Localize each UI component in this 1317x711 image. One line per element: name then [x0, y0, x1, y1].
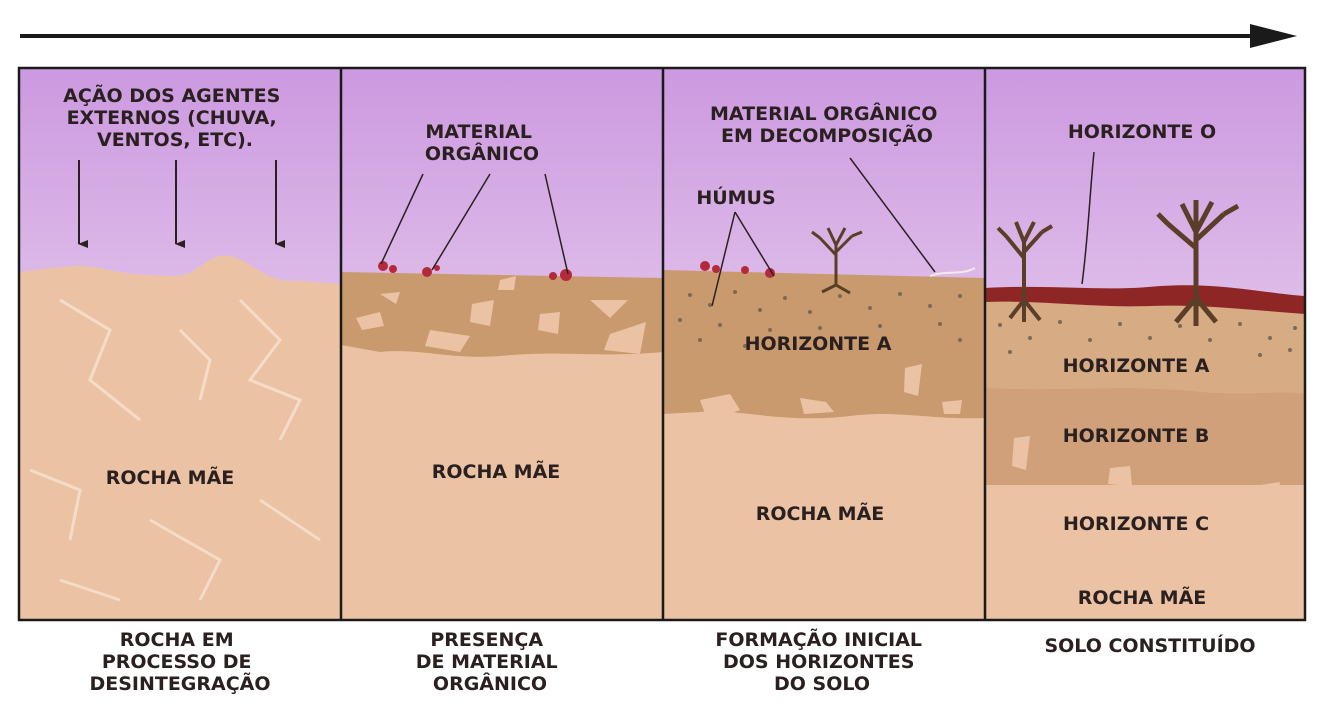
rock-cracks: [29, 298, 321, 602]
p2-annotation-line2: ORGÂNICO: [425, 142, 539, 165]
p4-label-horizonte-a: HORIZONTE A: [1063, 355, 1210, 377]
p3-annotation-line1: MATERIAL ORGÂNICO: [710, 102, 937, 125]
p2-annotation: MATERIAL ORGÂNICO: [425, 121, 539, 165]
caption-4-line1: SOLO CONSTITUÍDO: [1044, 634, 1255, 657]
p3-annotation: MATERIAL ORGÂNICO EM DECOMPOSIÇÃO: [710, 102, 944, 147]
p1-annotation: AÇÃO DOS AGENTES EXTERNOS (CHUVA, VENTOS…: [63, 83, 287, 151]
panel-rock-disintegration: AÇÃO DOS AGENTES EXTERNOS (CHUVA, VENTOS…: [19, 68, 341, 620]
p4-annotation-horizonte-o: HORIZONTE O: [1068, 121, 1216, 143]
p2-label-rocha-mae: ROCHA MÃE: [432, 459, 561, 483]
caption-3-line2: DOS HORIZONTES: [723, 651, 914, 673]
organic-bits-3: [700, 261, 775, 278]
tree-small: [811, 227, 863, 295]
p1-annotation-line3: VENTOS, ETC).: [97, 129, 253, 151]
p4-label-rocha-mae: ROCHA MÃE: [1078, 585, 1207, 609]
panel-organic-material: MATERIAL ORGÂNICO ROCHA MÃE: [341, 68, 663, 620]
rock-fragments-4: [1012, 436, 1280, 496]
tree-left: [996, 221, 1054, 322]
p3-annotation-line2: EM DECOMPOSIÇÃO: [721, 123, 933, 147]
timeline-arrow: [20, 24, 1297, 48]
p2-annotation-line1: MATERIAL: [425, 121, 532, 143]
pointer-lines-3: [711, 157, 936, 307]
p1-label-rocha-mae: ROCHA MÃE: [106, 465, 235, 489]
weather-arrows: [78, 160, 285, 248]
tree-right: [1156, 200, 1240, 326]
caption-1-line1: ROCHA EM: [120, 629, 234, 651]
caption-2-line1: PRESENÇA: [430, 629, 543, 651]
caption-stage-1: ROCHA EM PROCESSO DE DESINTEGRAÇÃO: [89, 629, 270, 695]
pointer-lines: [380, 173, 569, 275]
p4-label-horizonte-c: HORIZONTE C: [1063, 513, 1209, 535]
p3-annotation-humus: HÚMUS: [696, 185, 775, 209]
p3-label-rocha-mae: ROCHA MÃE: [756, 501, 885, 525]
p4-label-horizonte-b: HORIZONTE B: [1063, 425, 1210, 447]
caption-3-line1: FORMAÇÃO INICIAL: [715, 627, 922, 651]
panel-initial-horizons: MATERIAL ORGÂNICO EM DECOMPOSIÇÃO HÚMUS …: [663, 68, 985, 620]
rock-fragments-3: [700, 364, 962, 432]
caption-stage-4: SOLO CONSTITUÍDO: [1044, 634, 1255, 657]
caption-stage-2: PRESENÇA DE MATERIAL ORGÂNICO: [416, 629, 565, 695]
caption-3-line3: DO SOLO: [774, 673, 870, 695]
p1-annotation-line2: EXTERNOS (CHUVA,: [67, 107, 277, 129]
caption-1-line2: PROCESSO DE: [102, 651, 252, 673]
caption-stage-3: FORMAÇÃO INICIAL DOS HORIZONTES DO SOLO: [715, 627, 928, 695]
caption-1-line3: DESINTEGRAÇÃO: [89, 671, 270, 695]
pointer-line-4: [1081, 151, 1095, 285]
caption-2-line3: ORGÂNICO: [433, 672, 547, 695]
humus-speckles: [678, 290, 962, 348]
caption-2-line2: DE MATERIAL: [416, 651, 558, 673]
panel-formed-soil: HORIZONTE O HORIZONTE A HORIZONTE B HORI…: [985, 68, 1305, 620]
p3-label-horizonte-a: HORIZONTE A: [745, 333, 892, 355]
panel-borders: [17, 66, 1307, 622]
humus-speckles-4: [998, 320, 1297, 357]
rock-fragments: [356, 276, 646, 354]
p1-annotation-line1: AÇÃO DOS AGENTES: [63, 83, 280, 107]
